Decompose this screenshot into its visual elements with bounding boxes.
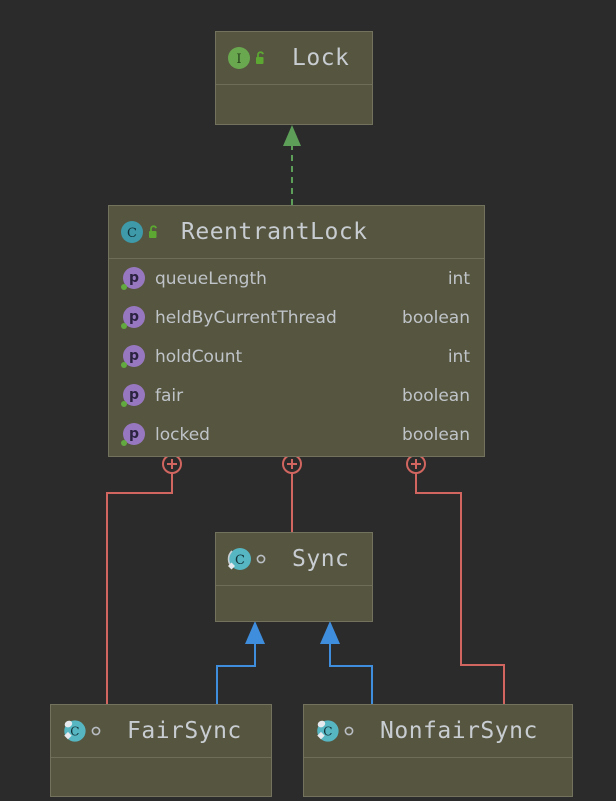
class-node-fairsync-title: FairSync: [127, 718, 242, 744]
svg-text:C: C: [323, 725, 332, 739]
class-node-nonfairsync-body: [304, 757, 572, 798]
member-row[interactable]: p fair boolean: [109, 376, 484, 415]
class-icon: C: [119, 219, 145, 245]
interface-icon: I: [226, 45, 252, 71]
class-node-lock-header: I Lock: [216, 32, 372, 84]
class-node-sync-body: [216, 585, 372, 623]
property-visibility-dot: [121, 439, 127, 446]
package-private-icon: [87, 722, 105, 740]
svg-text:C: C: [70, 725, 79, 739]
unlock-icon: [145, 223, 163, 241]
member-type: int: [447, 346, 470, 367]
svg-text:C: C: [127, 226, 137, 241]
edge-innerclass-reentrantlock-fairsync: [106, 454, 182, 704]
svg-text:C: C: [235, 553, 245, 568]
member-name: locked: [155, 424, 210, 445]
class-node-reentrantlock-title: ReentrantLock: [181, 219, 368, 245]
member-name: fair: [155, 385, 184, 406]
edge-generalization-fairsync-sync: [216, 621, 265, 704]
property-icon: p: [121, 422, 145, 447]
property-icon-letter: p: [123, 344, 145, 367]
member-row[interactable]: p queueLength int: [109, 259, 484, 298]
member-row[interactable]: p locked boolean: [109, 415, 484, 454]
class-node-fairsync-body: [51, 757, 271, 798]
edge-generalization-nonfairsync-sync: [320, 621, 373, 704]
package-private-icon: [252, 550, 270, 568]
property-visibility-dot: [121, 322, 127, 329]
member-name: holdCount: [155, 346, 243, 367]
property-icon-letter: p: [123, 422, 145, 445]
member-name: heldByCurrentThread: [155, 307, 337, 328]
class-node-sync-header: C Sync: [216, 533, 372, 585]
class-node-lock[interactable]: I Lock: [215, 31, 373, 125]
member-row[interactable]: p heldByCurrentThread boolean: [109, 298, 484, 337]
class-node-reentrantlock-members: p queueLength int p heldByCurrentThread …: [109, 258, 484, 454]
class-node-sync[interactable]: C Sync: [215, 532, 373, 622]
class-node-lock-body: [216, 84, 372, 126]
property-visibility-dot: [121, 283, 127, 290]
edge-innerclass-reentrantlock-nonfairsync: [406, 454, 505, 704]
member-row[interactable]: p holdCount int: [109, 337, 484, 376]
property-icon-letter: p: [123, 383, 145, 406]
abstract-class-icon: C: [226, 546, 252, 572]
property-icon: p: [121, 383, 145, 408]
class-node-fairsync-header: C FairSync: [51, 705, 271, 757]
class-node-reentrantlock[interactable]: C ReentrantLock p queueLength int: [108, 205, 485, 457]
final-class-icon: C: [314, 718, 340, 744]
member-name: queueLength: [155, 268, 267, 289]
property-icon-letter: p: [123, 305, 145, 328]
property-icon: p: [121, 344, 145, 369]
edge-realization-reentrantlock-lock: [283, 125, 301, 205]
final-class-icon: C: [61, 718, 87, 744]
class-node-nonfairsync-title: NonfairSync: [380, 718, 538, 744]
class-node-nonfairsync[interactable]: C NonfairSync: [303, 704, 573, 797]
member-type: int: [447, 268, 470, 289]
property-visibility-dot: [121, 361, 127, 368]
property-icon-letter: p: [123, 266, 145, 289]
class-node-reentrantlock-header: C ReentrantLock: [109, 206, 484, 258]
class-node-fairsync[interactable]: C FairSync: [50, 704, 272, 797]
package-private-icon: [340, 722, 358, 740]
member-type: boolean: [402, 307, 470, 328]
unlock-icon: [252, 49, 270, 67]
class-node-nonfairsync-header: C NonfairSync: [304, 705, 572, 757]
svg-text:I: I: [236, 52, 241, 67]
member-type: boolean: [402, 385, 470, 406]
class-node-sync-title: Sync: [292, 546, 350, 572]
property-icon: p: [121, 305, 145, 330]
class-node-lock-title: Lock: [292, 45, 350, 71]
member-type: boolean: [402, 424, 470, 445]
property-visibility-dot: [121, 400, 127, 407]
edge-innerclass-reentrantlock-sync: [282, 454, 302, 532]
property-icon: p: [121, 266, 145, 291]
